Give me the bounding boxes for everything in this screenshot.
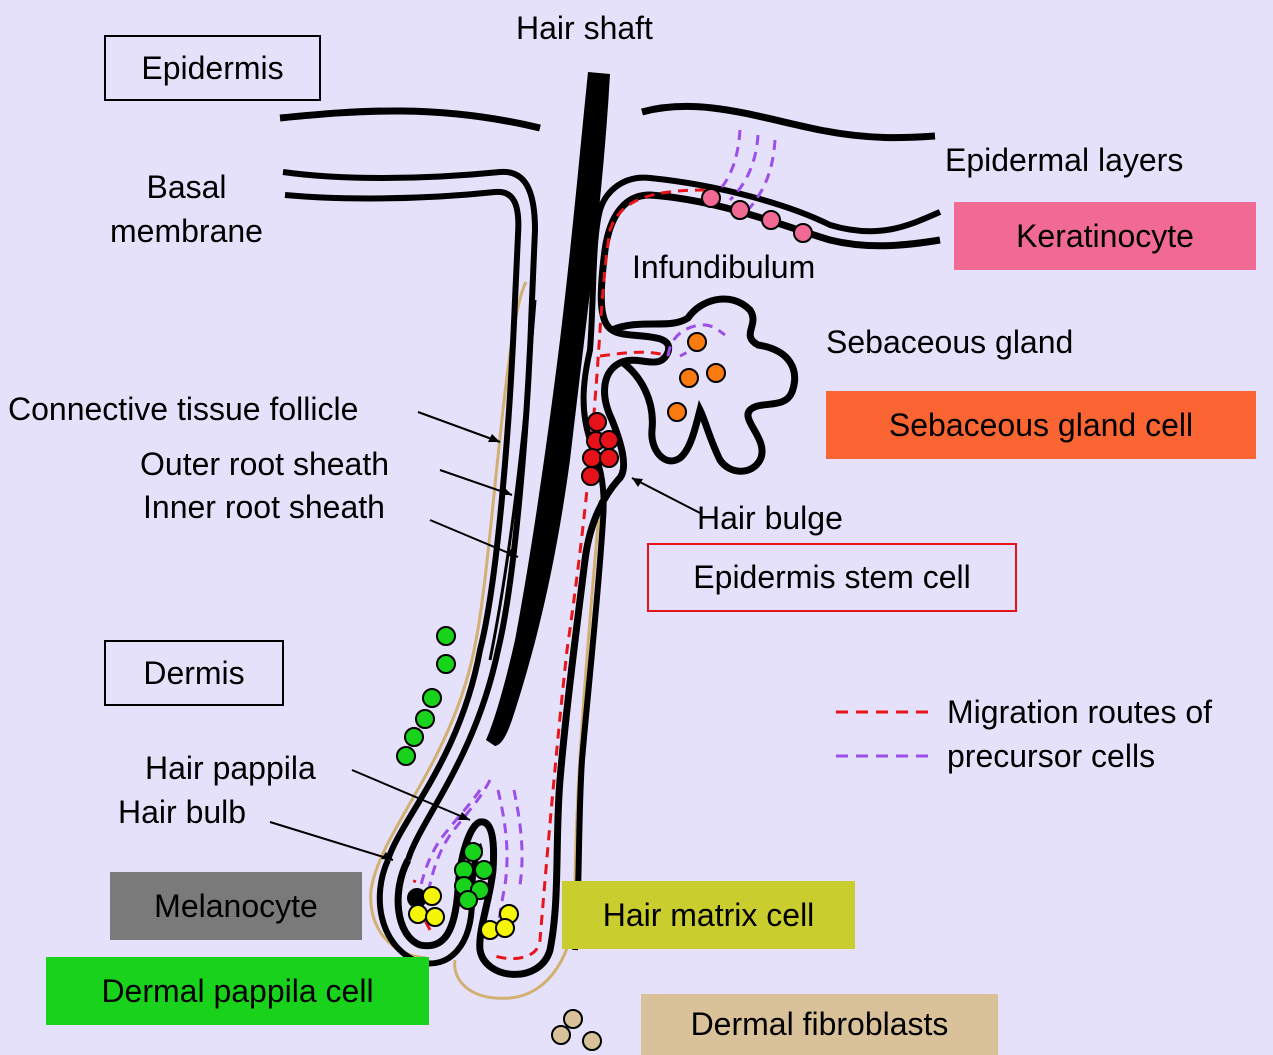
keratinocyte-box: Keratinocyte <box>954 202 1256 270</box>
epidermis-surface-left <box>280 111 540 128</box>
legend-text-line2: precursor cells <box>947 737 1155 775</box>
outer-root-sheath-label: Outer root sheath <box>140 445 389 483</box>
infundibulum-label: Infundibulum <box>632 248 815 286</box>
sebaceous-gland-cell-box: Sebaceous gland cell <box>826 391 1256 459</box>
hair-bulge-label: Hair bulge <box>697 499 843 537</box>
hair-shaft-label: Hair shaft <box>516 9 653 47</box>
basal-membrane-label: Basal membrane <box>104 165 269 253</box>
connective-tissue-follicle-label: Connective tissue follicle <box>8 390 358 428</box>
dermal-pappila-cell-box: Dermal pappila cell <box>46 957 429 1025</box>
migration-route-red-gland <box>600 352 668 356</box>
epidermis-region-box: Epidermis <box>104 35 321 101</box>
hair-pappila-label: Hair pappila <box>145 749 316 787</box>
legend-text-line1: Migration routes of <box>947 693 1212 731</box>
inner-root-sheath-label: Inner root sheath <box>143 488 385 526</box>
dermis-region-box: Dermis <box>104 640 284 706</box>
epidermis-surface-right <box>642 106 935 137</box>
dermal-fibroblast-cells <box>552 1010 601 1050</box>
sebaceous-gland-label: Sebaceous gland <box>826 323 1073 361</box>
hair-matrix-cell-box: Hair matrix cell <box>562 881 855 949</box>
sebaceous-gland-cells <box>668 333 725 421</box>
hair-bulb-label: Hair bulb <box>118 793 246 831</box>
epidermal-layers-label: Epidermal layers <box>945 141 1183 179</box>
epidermis-stem-cell-box: Epidermis stem cell <box>647 543 1017 612</box>
dermal-fibroblasts-box: Dermal fibroblasts <box>641 994 998 1055</box>
melanocyte-box: Melanocyte <box>110 872 362 940</box>
